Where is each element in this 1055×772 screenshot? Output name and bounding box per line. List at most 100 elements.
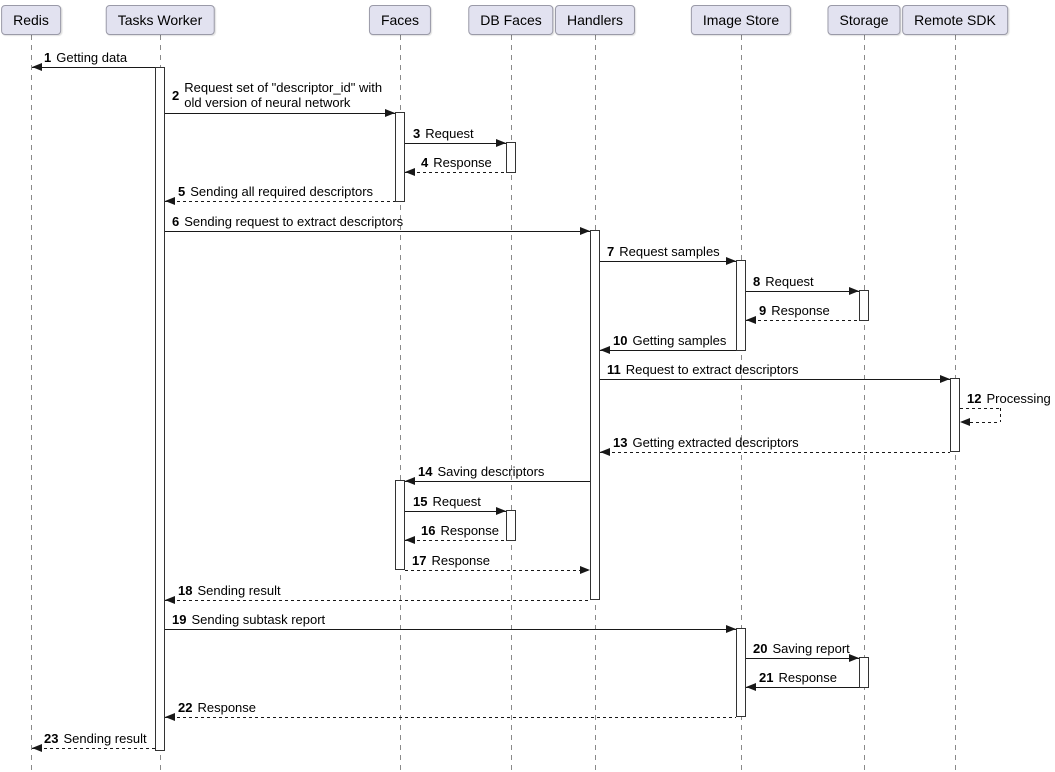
message-number: 14	[418, 464, 433, 479]
lifeline-storage	[864, 35, 865, 770]
message-number: 12	[967, 391, 982, 406]
activation-bar-storage	[859, 657, 869, 688]
message-text: Request samples	[619, 244, 720, 259]
message-number: 9	[759, 303, 767, 318]
lifeline-faces	[400, 35, 401, 770]
message-line	[600, 452, 950, 453]
message-line	[165, 113, 395, 114]
message-arrowhead	[726, 625, 736, 633]
lifeline-db-faces	[511, 35, 512, 770]
message-arrowhead	[849, 654, 859, 662]
message-number: 23	[44, 731, 59, 746]
message-label: 1 Getting data	[44, 50, 127, 65]
message-line-self-top	[960, 408, 1000, 409]
activation-bar-image-store	[736, 628, 746, 717]
message-arrowhead	[849, 287, 859, 295]
message-arrowhead	[405, 168, 415, 176]
message-line	[746, 658, 859, 659]
message-text: Getting data	[56, 50, 128, 65]
message-line	[600, 261, 736, 262]
message-text: Getting extracted descriptors	[632, 435, 799, 450]
message-text: Sending request to extract descriptors	[184, 214, 404, 229]
message-label: 9 Response	[759, 303, 830, 318]
message-number: 5	[178, 184, 186, 199]
message-arrowhead	[405, 477, 415, 485]
message-number: 1	[44, 50, 52, 65]
participant-box-tasks-worker: Tasks Worker	[105, 5, 215, 35]
message-line	[165, 600, 590, 601]
message-line	[165, 231, 590, 232]
participant-box-redis: Redis	[1, 5, 61, 35]
message-number: 2	[172, 87, 180, 103]
lifeline-redis	[31, 35, 32, 770]
message-number: 17	[412, 553, 427, 568]
message-label: 6 Sending request to extract descriptors	[172, 214, 403, 229]
participant-box-faces: Faces	[368, 5, 432, 35]
message-arrowhead	[32, 744, 42, 752]
message-text: Getting samples	[632, 333, 727, 348]
message-text: Request	[765, 274, 814, 289]
participant-box-db-faces: DB Faces	[468, 5, 554, 35]
message-text: Response	[771, 303, 830, 318]
message-text: Saving descriptors	[437, 464, 545, 479]
message-label: 10 Getting samples	[613, 333, 726, 348]
message-arrowhead	[496, 507, 506, 515]
message-text: Response	[431, 553, 491, 568]
activation-bar-faces	[395, 480, 405, 570]
message-text: Request	[425, 126, 474, 141]
message-text: Request to extract descriptors	[625, 362, 799, 377]
message-arrowhead	[496, 139, 506, 147]
message-line	[405, 540, 506, 541]
message-text: Sending subtask report	[191, 612, 326, 627]
message-text: Sending all required descriptors	[190, 184, 374, 199]
activation-bar-remote-sdk	[950, 378, 960, 452]
message-arrowhead	[165, 197, 175, 205]
message-line	[405, 570, 590, 571]
activation-bar-faces	[395, 112, 405, 202]
participant-box-image-store: Image Store	[690, 5, 792, 35]
message-number: 20	[753, 641, 768, 656]
message-line	[746, 291, 859, 292]
message-number: 7	[607, 244, 615, 259]
message-label: 11 Request to extract descriptors	[607, 362, 798, 377]
message-text: Request	[432, 494, 481, 509]
activation-bar-storage	[859, 290, 869, 321]
message-arrowhead	[600, 346, 610, 354]
message-line	[746, 687, 859, 688]
message-number: 11	[607, 362, 621, 377]
message-line	[32, 748, 155, 749]
message-arrowhead	[385, 109, 395, 117]
message-arrowhead	[580, 566, 590, 574]
message-arrowhead	[165, 596, 175, 604]
message-line-self-bottom	[964, 422, 1000, 423]
message-arrowhead	[600, 448, 610, 456]
message-line	[165, 629, 736, 630]
message-number: 6	[172, 214, 180, 229]
message-line	[746, 320, 859, 321]
message-line	[405, 511, 506, 512]
message-number: 4	[421, 155, 429, 170]
message-line	[405, 481, 590, 482]
message-number: 10	[613, 333, 628, 348]
message-label: 14 Saving descriptors	[418, 464, 544, 479]
message-line	[165, 201, 395, 202]
message-number: 16	[421, 523, 436, 538]
message-arrowhead	[405, 536, 415, 544]
message-label: 5 Sending all required descriptors	[178, 184, 373, 199]
activation-bar-handlers	[590, 230, 600, 600]
participant-box-storage: Storage	[827, 5, 901, 35]
